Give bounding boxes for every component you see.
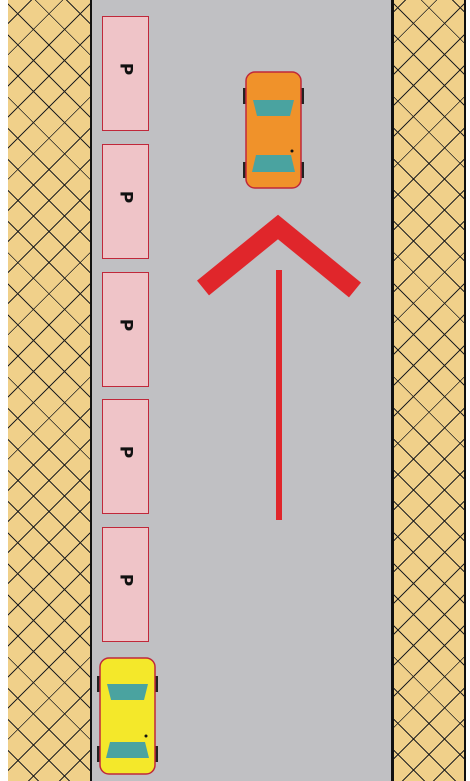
- car-rear-window: [106, 742, 149, 758]
- car-light: [291, 150, 294, 153]
- car-windshield: [253, 100, 294, 116]
- car-windshield: [107, 684, 148, 700]
- player-car[interactable]: [97, 658, 158, 774]
- traffic-car[interactable]: [243, 72, 304, 188]
- car-light: [145, 735, 148, 738]
- car-rear-window: [252, 155, 295, 172]
